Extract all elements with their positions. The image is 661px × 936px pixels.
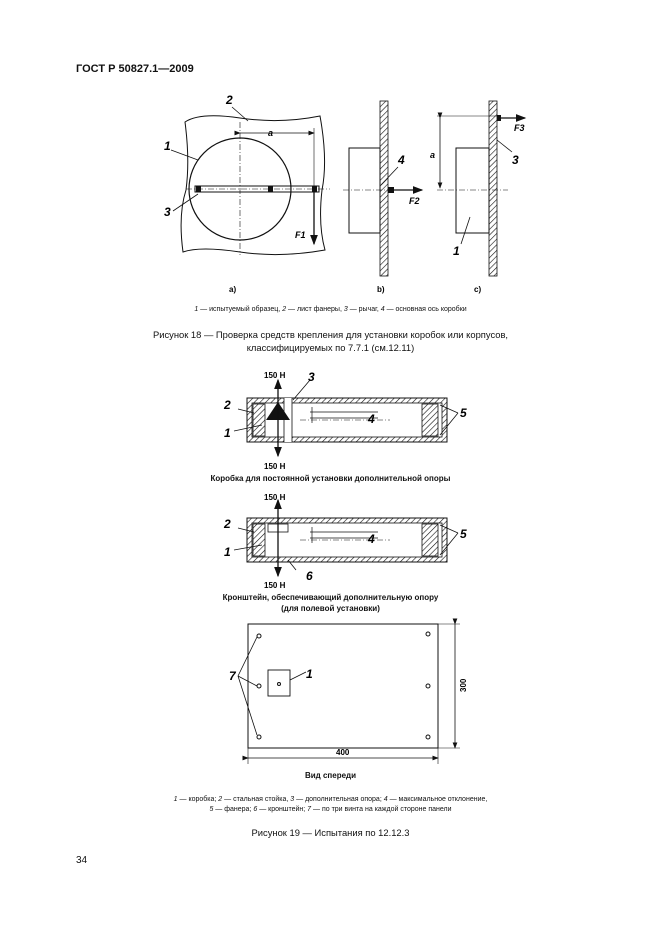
label-7: 7 [229, 669, 237, 683]
label-a-c: a [430, 150, 435, 160]
label-1-front: 1 [306, 667, 313, 681]
label-4: 4 [367, 412, 375, 426]
subfigure-a-label: a) [229, 285, 236, 294]
dimension-300: 300 [459, 678, 468, 692]
force-label-bottom-1: 150 Н [264, 462, 286, 471]
front-view-panel [237, 618, 460, 764]
plywood-wall-b [379, 100, 389, 277]
label-2-b: 2 [223, 517, 231, 531]
figure-18-drawing: 2 1 3 a F1 a) 4 F2 b) a 3 1 F3 c) [164, 93, 527, 294]
label-f3: F3 [514, 123, 525, 133]
label-2: 2 [223, 398, 231, 412]
label-2: 2 [225, 93, 233, 107]
figure-19-drawing: 150 Н 150 Н 3 2 1 4 5 150 Н 150 Н 2 1 4 … [223, 370, 468, 764]
label-1: 1 [224, 426, 231, 440]
force-label-top-1: 150 Н [264, 371, 286, 380]
box-side-b [348, 147, 381, 234]
dimension-400: 400 [336, 748, 350, 757]
label-6: 6 [306, 569, 313, 583]
box-caption: Коробка для постоянной установки дополни… [210, 474, 451, 483]
figure-19-caption: Рисунок 19 — Испытания по 12.12.3 [251, 827, 410, 838]
box-side-c [455, 147, 490, 234]
document-header: ГОСТ Р 50827.1—2009 [76, 63, 194, 75]
box-permanent-support [246, 378, 448, 458]
label-4: 4 [397, 153, 405, 167]
bracket-field-support [246, 498, 448, 578]
label-3: 3 [308, 370, 315, 384]
front-view-caption: Вид спереди [304, 771, 357, 780]
figure-18-legend: 1 — испытуемый образец, 2 — лист фанеры,… [194, 306, 467, 313]
label-5-b: 5 [460, 527, 467, 541]
figure-19-legend: 1 — коробка; 2 — стальная стойка, 3 — до… [173, 796, 488, 813]
label-3: 3 [164, 205, 171, 219]
subfigure-b-label: b) [377, 285, 385, 294]
page-number: 34 [76, 855, 88, 866]
figure-18-caption: Рисунок 18 — Проверка средств крепления … [152, 329, 509, 353]
label-5: 5 [460, 406, 467, 420]
label-4-b: 4 [367, 532, 375, 546]
force-label-top-2: 150 Н [264, 493, 286, 502]
label-1-b: 1 [224, 545, 231, 559]
label-1-c: 1 [453, 244, 460, 258]
label-1: 1 [164, 139, 171, 153]
bracket-caption: Кронштейн, обеспечивающий дополнительную… [222, 593, 439, 613]
label-f2: F2 [409, 196, 420, 206]
label-f1: F1 [295, 230, 306, 240]
lever [194, 185, 320, 193]
subfigure-c-label: c) [474, 285, 481, 294]
label-a: a [268, 128, 273, 138]
force-label-bottom-2: 150 Н [264, 581, 286, 590]
plywood-wall-c [488, 100, 498, 277]
label-3-c: 3 [512, 153, 519, 167]
